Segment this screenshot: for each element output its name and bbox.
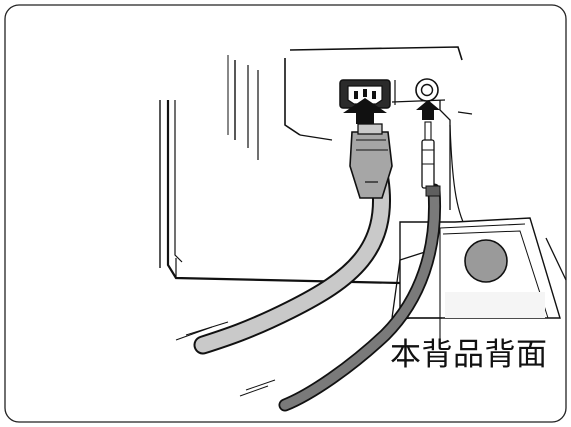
power-plug-head bbox=[357, 123, 383, 135]
stand-base-top-line bbox=[439, 223, 526, 229]
audio-plug-strain-relief bbox=[425, 185, 441, 197]
motion-lines bbox=[175, 321, 276, 397]
power-inlet-icon bbox=[339, 79, 391, 109]
power-plug-grip-lines bbox=[356, 139, 388, 151]
audio-up-arrow-icon bbox=[416, 100, 440, 120]
housing-right-edge bbox=[439, 100, 451, 210]
audio-cable-core bbox=[280, 185, 440, 410]
device-stand-base bbox=[389, 217, 567, 345]
housing-right-curve bbox=[449, 124, 467, 229]
power-pin-middle bbox=[363, 89, 367, 97]
housing-ledge-line bbox=[391, 99, 446, 103]
audio-cable bbox=[278, 121, 442, 412]
stand-base-inner-line bbox=[442, 230, 549, 319]
stand-round-port bbox=[464, 239, 508, 283]
power-plug-body bbox=[349, 131, 393, 199]
power-pin-right bbox=[372, 91, 376, 99]
rear-view-caption: 本背品背面 bbox=[390, 337, 548, 373]
motion-line-3 bbox=[245, 379, 276, 391]
power-cable bbox=[193, 123, 393, 355]
motion-line-2 bbox=[185, 321, 229, 336]
stand-side-panel bbox=[445, 292, 545, 318]
housing-front-bottom bbox=[299, 134, 333, 141]
panel-bottom-edge bbox=[166, 100, 401, 285]
housing-top-edge bbox=[289, 46, 463, 61]
panel-left-edge-inner bbox=[174, 100, 183, 263]
diagram-border bbox=[4, 4, 567, 423]
housing-right-tick bbox=[457, 111, 473, 115]
audio-plug-tip bbox=[424, 121, 432, 143]
motion-line-4 bbox=[239, 385, 269, 397]
audio-plug-bands bbox=[422, 149, 434, 165]
housing-front-left bbox=[284, 58, 301, 136]
audio-jack-icon bbox=[415, 78, 439, 102]
power-pin-left bbox=[354, 91, 358, 99]
power-up-arrow-icon bbox=[343, 98, 387, 124]
power-cable-core bbox=[195, 172, 389, 353]
stand-base-right-edge bbox=[545, 237, 567, 281]
stand-left-edge bbox=[391, 251, 426, 319]
device-rear-panel bbox=[159, 46, 473, 285]
audio-jack-hole bbox=[420, 83, 434, 97]
